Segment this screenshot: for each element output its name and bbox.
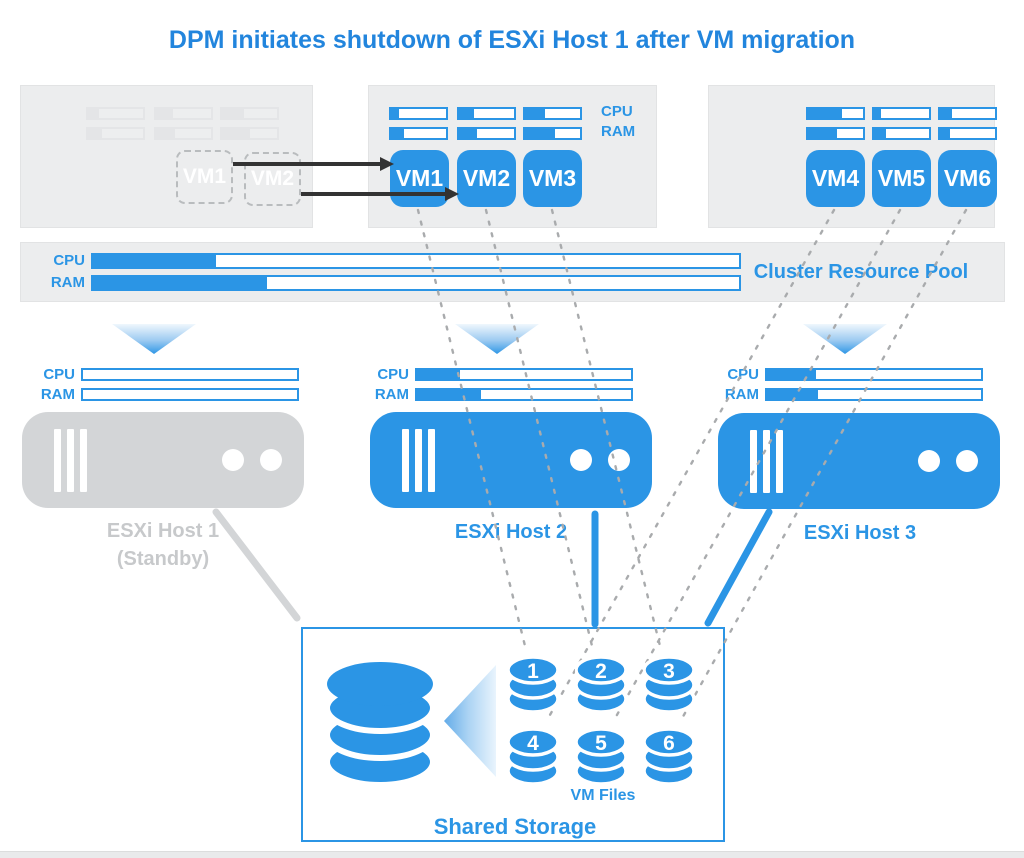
ghost-vm1-label: VM1 bbox=[182, 165, 227, 188]
server-stripe bbox=[776, 430, 783, 493]
vm4-ram-gauge bbox=[806, 127, 865, 140]
cluster-pool-title: Cluster Resource Pool bbox=[753, 261, 969, 283]
server-led bbox=[570, 449, 592, 471]
vm-files-label: VM Files bbox=[570, 787, 636, 804]
panel-cpu-label: CPU bbox=[601, 103, 633, 120]
cluster-ram-label: RAM bbox=[50, 274, 85, 291]
server-stripe bbox=[402, 429, 409, 492]
server-led bbox=[260, 449, 282, 471]
cluster-cpu-gauge bbox=[91, 253, 741, 269]
vm3-ram-gauge bbox=[523, 127, 582, 140]
vm3-tile: VM3 bbox=[523, 150, 582, 207]
vm4-tile: VM4 bbox=[806, 150, 865, 207]
vm-file-2-icon: 2 bbox=[575, 655, 627, 714]
vm-file-6-number: 6 bbox=[663, 732, 675, 755]
vm-file-2-number: 2 bbox=[595, 660, 607, 683]
ghost-gauges bbox=[86, 107, 306, 147]
host2-ram-label: RAM bbox=[374, 386, 409, 403]
source-vm-panel: VM1 VM2 bbox=[20, 85, 313, 228]
host2-ram-gauge bbox=[415, 388, 633, 401]
host3-name: ESXi Host 3 bbox=[803, 522, 917, 544]
host1-ram-label: RAM bbox=[40, 386, 75, 403]
server-led bbox=[608, 449, 630, 471]
host1-name: ESXi Host 1 bbox=[106, 520, 220, 542]
vm6-cpu-gauge bbox=[938, 107, 997, 120]
panel-ram-label: RAM bbox=[601, 123, 636, 140]
pool-arrow-down-icon bbox=[803, 324, 887, 354]
vm2-cpu-gauge bbox=[457, 107, 516, 120]
host2-cpu-label: CPU bbox=[377, 366, 409, 383]
server-stripe bbox=[80, 429, 87, 492]
vm1-tile: VM1 bbox=[390, 150, 449, 207]
storage-array-cylinder-icon bbox=[324, 662, 436, 788]
host2-server-icon bbox=[370, 412, 652, 508]
vm-file-5-icon: 5 bbox=[575, 727, 627, 786]
host1-ram-gauge bbox=[81, 388, 299, 401]
server-stripe bbox=[415, 429, 422, 492]
host3-cpu-gauge bbox=[765, 368, 983, 381]
cluster-cpu-label: CPU bbox=[53, 252, 85, 269]
vm-file-4-icon: 4 bbox=[507, 727, 559, 786]
host3-server-icon bbox=[718, 413, 1000, 509]
cluster-resource-pool: CPU RAM Cluster Resource Pool bbox=[20, 242, 1005, 302]
pool-arrow-down-icon bbox=[112, 324, 196, 354]
host3-ram-gauge bbox=[765, 388, 983, 401]
host2-cpu-gauge bbox=[415, 368, 633, 381]
host1-cpu-label: CPU bbox=[43, 366, 75, 383]
vm2-ram-gauge bbox=[457, 127, 516, 140]
bottom-strip bbox=[0, 851, 1024, 858]
host1-standby-label: (Standby) bbox=[116, 548, 210, 570]
server-led bbox=[222, 449, 244, 471]
ghost-vm2-label: VM2 bbox=[250, 167, 295, 190]
ghost-vm2: VM2 bbox=[244, 152, 301, 206]
vm3-label: VM3 bbox=[528, 165, 577, 191]
server-led bbox=[956, 450, 978, 472]
vm3-cpu-gauge bbox=[523, 107, 582, 120]
vm5-ram-gauge bbox=[872, 127, 931, 140]
diagram-title: DPM initiates shutdown of ESXi Host 1 af… bbox=[168, 26, 856, 54]
vm6-ram-gauge bbox=[938, 127, 997, 140]
server-stripe bbox=[54, 429, 61, 492]
vm-file-1-number: 1 bbox=[527, 660, 539, 683]
vm4-cpu-gauge bbox=[806, 107, 865, 120]
vm-file-6-icon: 6 bbox=[643, 727, 695, 786]
vm-file-5-number: 5 bbox=[595, 732, 607, 755]
vm4-label: VM4 bbox=[811, 165, 860, 191]
server-led bbox=[918, 450, 940, 472]
vm6-label: VM6 bbox=[943, 165, 992, 191]
server-stripe bbox=[763, 430, 770, 493]
vm1-ram-gauge bbox=[389, 127, 448, 140]
pool-arrow-down-icon bbox=[455, 324, 539, 354]
server-stripe bbox=[428, 429, 435, 492]
server-stripe bbox=[67, 429, 74, 492]
vm-file-3-icon: 3 bbox=[643, 655, 695, 714]
shared-storage-label: Shared Storage bbox=[433, 814, 597, 839]
cluster-ram-gauge bbox=[91, 275, 741, 291]
vm5-label: VM5 bbox=[877, 165, 926, 191]
vm2-label: VM2 bbox=[462, 165, 511, 191]
host3-cpu-label: CPU bbox=[727, 366, 759, 383]
server-stripe bbox=[750, 430, 757, 493]
host2-name: ESXi Host 2 bbox=[454, 521, 568, 543]
vm5-tile: VM5 bbox=[872, 150, 931, 207]
host3-vm-panel: VM4 VM5 VM6 bbox=[708, 85, 997, 228]
vm-file-1-icon: 1 bbox=[507, 655, 559, 714]
vm6-tile: VM6 bbox=[938, 150, 997, 207]
vm-file-4-number: 4 bbox=[527, 732, 539, 755]
vm2-tile: VM2 bbox=[457, 150, 516, 207]
vm1-label: VM1 bbox=[395, 165, 444, 191]
vm-file-3-number: 3 bbox=[663, 660, 675, 683]
host2-vm-panel: CPU RAM VM1 VM2 VM3 bbox=[368, 85, 657, 228]
vm1-cpu-gauge bbox=[389, 107, 448, 120]
host1-cpu-gauge bbox=[81, 368, 299, 381]
host1-server-icon bbox=[22, 412, 304, 508]
host3-ram-label: RAM bbox=[724, 386, 759, 403]
ghost-vm1: VM1 bbox=[176, 150, 233, 204]
storage-arrow-left-icon bbox=[444, 665, 496, 777]
vm5-cpu-gauge bbox=[872, 107, 931, 120]
